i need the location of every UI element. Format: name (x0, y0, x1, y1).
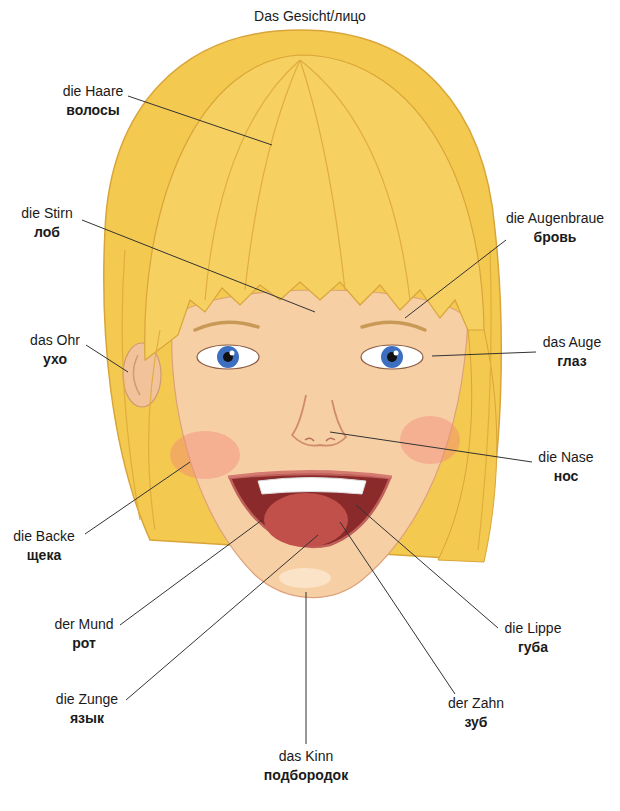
upper-lip (228, 472, 392, 478)
part-label: рот (70, 635, 98, 652)
eye-shine (230, 351, 235, 356)
part-label: die Haare (61, 83, 126, 100)
eye-white (361, 345, 423, 369)
nostril (305, 438, 335, 441)
part-label: das Auge (541, 334, 603, 351)
hair-strands (122, 60, 491, 550)
part-label: нос (552, 468, 581, 485)
cheek-blush (170, 431, 240, 479)
tongue (264, 493, 348, 547)
part-label: зуб (462, 714, 489, 731)
part-label: die Stirn (19, 205, 74, 222)
part-label: das Ohr (28, 332, 82, 349)
nose (292, 395, 346, 446)
part-label: подбородок (262, 767, 350, 784)
iris (217, 346, 239, 368)
part-label: die Augenbraue (504, 210, 606, 227)
part-label: волосы (64, 102, 121, 119)
hair-lock (438, 330, 497, 562)
part-label: бровь (532, 229, 579, 246)
part-label: die Backe (11, 528, 76, 545)
part-label: губа (516, 639, 550, 656)
eye-white (197, 345, 259, 369)
part-label: der Mund (52, 616, 115, 633)
part-label: язык (68, 710, 106, 727)
part-label: die Nase (536, 449, 595, 466)
chin-highlight (279, 568, 331, 588)
part-label: щека (25, 547, 63, 564)
part-label: ухо (41, 351, 69, 368)
ear-inner (133, 355, 140, 395)
teeth (258, 478, 366, 495)
eye-shine (394, 351, 399, 356)
leader-lines (82, 96, 536, 744)
part-label: das Kinn (277, 748, 335, 765)
part-label: die Zunge (54, 691, 120, 708)
part-label: лоб (32, 224, 62, 241)
cheek-blush (400, 416, 460, 464)
part-label: der Zahn (446, 695, 506, 712)
part-label: die Lippe (503, 620, 564, 637)
diagram-title: Das Gesicht/лицо (252, 8, 368, 25)
iris (381, 346, 403, 368)
hair-bangs (145, 55, 484, 360)
part-label: глаз (555, 353, 588, 370)
eyebrow (195, 322, 258, 330)
eyebrow (362, 322, 425, 330)
mouth (230, 474, 390, 547)
